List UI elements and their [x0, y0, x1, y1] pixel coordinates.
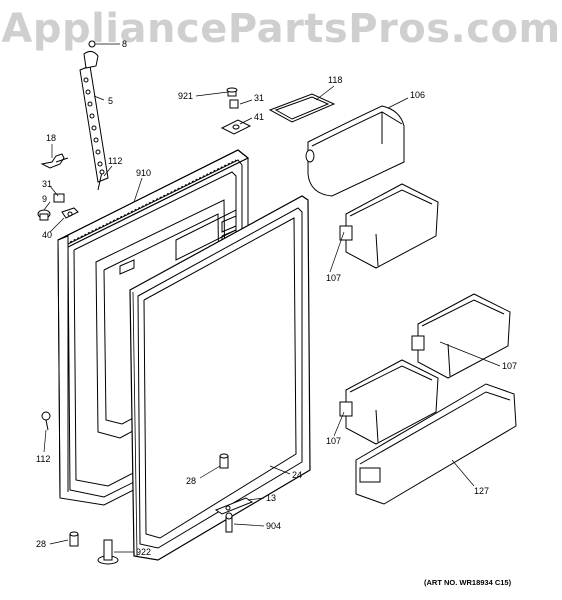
callout-numbers: 8 5 18 112 910 31 9 40 921 31 41 118 106… [36, 39, 517, 557]
callout-9: 9 [42, 194, 47, 204]
callout-910: 910 [136, 168, 151, 178]
leveler-922 [97, 539, 119, 565]
callout-127: 127 [474, 486, 489, 496]
dairy-door-118 [268, 93, 336, 123]
stop-28-upper [219, 453, 229, 469]
callout-921: 921 [178, 91, 193, 101]
callout-8: 8 [122, 39, 127, 49]
callout-40: 40 [42, 230, 52, 240]
callout-28-upper: 28 [186, 476, 196, 486]
callout-112-top: 112 [108, 156, 122, 166]
bushing-31-left [53, 193, 65, 203]
door-bin-107-lower [339, 359, 439, 445]
door-shelf-127 [355, 383, 517, 505]
callout-922: 922 [136, 547, 151, 557]
callout-5: 5 [108, 96, 113, 106]
callout-904: 904 [266, 521, 281, 531]
screw-18 [40, 153, 69, 169]
callout-112-lower: 112 [36, 454, 50, 464]
bushing-31-top [229, 99, 239, 109]
callout-107-upper: 107 [326, 273, 341, 283]
stop-28-lower [69, 531, 79, 547]
leader-lines [43, 43, 501, 553]
hinge-cover-41 [220, 119, 252, 135]
callout-107-lower: 107 [326, 436, 341, 446]
callout-41: 41 [254, 112, 264, 122]
cap-921 [226, 87, 238, 97]
callout-24: 24 [292, 470, 302, 480]
callout-118: 118 [328, 75, 342, 85]
callout-31-left: 31 [42, 179, 52, 189]
callout-13: 13 [266, 493, 276, 503]
hinge-13 [214, 497, 254, 515]
screw-112-top [97, 169, 105, 191]
callout-106: 106 [410, 90, 425, 100]
dairy-bin-106 [305, 105, 405, 197]
hinge-pin-40 [61, 207, 79, 219]
spacer-9 [37, 209, 51, 221]
hinge-strap [79, 40, 109, 183]
callout-31-top: 31 [254, 93, 264, 103]
callout-18: 18 [46, 133, 56, 143]
art-number: (ART NO. WR18934 C15) [424, 578, 512, 587]
door-bin-107-upper [339, 183, 439, 269]
door-gasket [129, 195, 311, 561]
callout-28-lower: 28 [36, 539, 46, 549]
door-bin-107-right [411, 293, 511, 379]
screw-112-lower [41, 411, 51, 431]
callout-107-right: 107 [502, 361, 517, 371]
hinge-pin-904 [225, 512, 233, 533]
